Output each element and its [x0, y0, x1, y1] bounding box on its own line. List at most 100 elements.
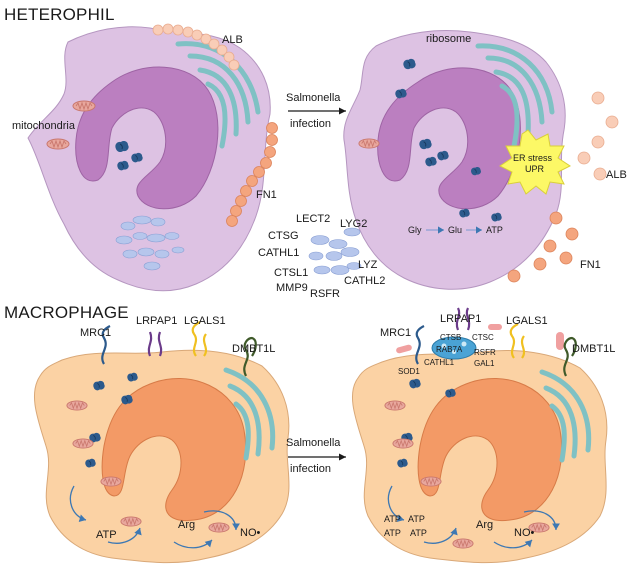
label-gly: Gly — [408, 225, 422, 235]
ribosome — [394, 88, 408, 99]
arrow-label-line2: infection — [290, 118, 331, 130]
endoplasmic-reticulum — [475, 43, 555, 149]
granule-label: CATHL2 — [344, 275, 385, 287]
label-arg: Arg — [476, 519, 493, 531]
label-sod1: SOD1 — [398, 367, 420, 376]
label-no: NO• — [240, 527, 261, 539]
mitochondrion — [100, 476, 122, 487]
label-atp-3: ATP — [384, 528, 401, 538]
fn1-released — [507, 211, 579, 283]
receptor-lrpap1: LRPAP1 — [136, 315, 177, 357]
ribosome — [444, 388, 457, 398]
ribosome — [402, 58, 417, 70]
label-alb-released: ALB — [606, 169, 627, 181]
macrophage-nucleus — [417, 378, 563, 522]
label-dmbt1l: DMBT1L — [232, 343, 275, 355]
granule-label: CTSL1 — [274, 267, 308, 279]
alb-bead-chain — [152, 23, 240, 71]
label-gal1: GAL1 — [474, 359, 495, 368]
ribosome — [126, 372, 139, 382]
label-mrc1: MRC1 — [80, 327, 111, 339]
ribosome — [408, 378, 422, 389]
mitochondrion — [66, 400, 88, 411]
arrow-label-line2: infection — [290, 463, 331, 475]
mitochondrion — [392, 438, 414, 449]
receptor-lgals1: LGALS1 — [488, 315, 548, 359]
mitochondrion — [46, 138, 70, 150]
ribosome — [396, 458, 409, 468]
label-rsfr: RSFR — [474, 348, 496, 357]
label-atp-macrophage: ATP — [96, 529, 117, 541]
label-atp-4: ATP — [410, 528, 427, 538]
granule-label: CTSG — [268, 230, 299, 242]
ribosome — [436, 150, 450, 161]
receptor-lgals1: LGALS1 — [184, 315, 226, 357]
label-glu: Glu — [448, 225, 462, 235]
ribosome — [84, 458, 97, 468]
label-lrpap1: LRPAP1 — [440, 313, 481, 325]
label-lgals1: LGALS1 — [184, 315, 226, 327]
fn1-bead-chain — [226, 122, 278, 227]
metabolic-cycle-arrows — [387, 485, 560, 549]
arrow-label-line1: Salmonella — [286, 92, 341, 104]
granule-label: LYG2 — [340, 218, 367, 230]
macrophage-cell-after — [351, 336, 608, 564]
infection-arrow-top: Salmonella infection — [286, 92, 346, 130]
label-rab7a: RAB7A — [436, 345, 463, 354]
label-upr: UPR — [525, 164, 545, 174]
ribosome — [424, 156, 438, 167]
ribosome — [130, 152, 144, 163]
label-ctsc: CTSC — [472, 333, 494, 342]
alb-released — [577, 91, 619, 181]
granule-label: CATHL1 — [258, 247, 299, 259]
ribosome — [418, 138, 433, 150]
label-no: NO• — [514, 527, 535, 539]
ribosome — [92, 380, 106, 391]
ribosome — [458, 208, 471, 218]
label-atp: ATP — [486, 225, 503, 235]
ribosome — [114, 140, 130, 153]
granule-label: RSFR — [310, 288, 340, 300]
mitochondrion — [420, 476, 442, 487]
macrophage-cell-before — [33, 349, 290, 564]
label-alb: ALB — [222, 34, 243, 46]
receptor-mrc1: MRC1 — [380, 325, 425, 365]
endoplasmic-reticulum — [539, 369, 592, 463]
macrophage-nucleus — [101, 378, 247, 522]
heterophil-cell-before — [27, 23, 278, 292]
label-mrc1: MRC1 — [380, 327, 411, 339]
label-arg: Arg — [178, 519, 195, 531]
label-dmbt1l: DMBT1L — [572, 343, 615, 355]
granule-protein-cluster: LECT2 LYG2 CTSG CATHL1 CTSL1 LYZ MMP9 CA… — [258, 213, 385, 300]
mitochondrion — [72, 100, 96, 112]
mitochondrion — [72, 438, 94, 449]
metabolic-cycle-arrows — [69, 485, 240, 549]
er-stress-burst: ER stress UPR — [499, 129, 571, 195]
label-atp-1: ATP — [384, 514, 401, 524]
arrow-label-line1: Salmonella — [286, 437, 341, 449]
label-cathl1: CATHL1 — [424, 358, 455, 367]
label-ctsb: CTSB — [440, 333, 461, 342]
label-fn1-released: FN1 — [580, 259, 601, 271]
mitochondrion — [120, 516, 142, 527]
rab7a-vesicle — [431, 336, 477, 360]
granule-label: MMP9 — [276, 282, 308, 294]
label-fn1: FN1 — [256, 189, 277, 201]
ribosome — [116, 160, 130, 171]
label-mitochondria: mitochondria — [12, 120, 76, 132]
mitochondrion — [208, 522, 230, 533]
label-ribosome: ribosome — [426, 33, 471, 45]
label-lgals1: LGALS1 — [506, 315, 548, 327]
ribosome — [490, 212, 503, 222]
section-title-heterophil: HETEROPHIL — [4, 5, 115, 24]
infection-arrow-bottom: Salmonella infection — [286, 437, 346, 475]
endoplasmic-reticulum — [223, 367, 276, 461]
ribosome — [470, 166, 482, 176]
receptor-lrpap1: LRPAP1 — [440, 307, 481, 331]
ribosome — [120, 394, 134, 405]
label-atp-2: ATP — [408, 514, 425, 524]
section-title-macrophage: MACROPHAGE — [4, 303, 129, 322]
mitochondrion — [452, 538, 474, 549]
mitochondrion — [358, 138, 380, 149]
